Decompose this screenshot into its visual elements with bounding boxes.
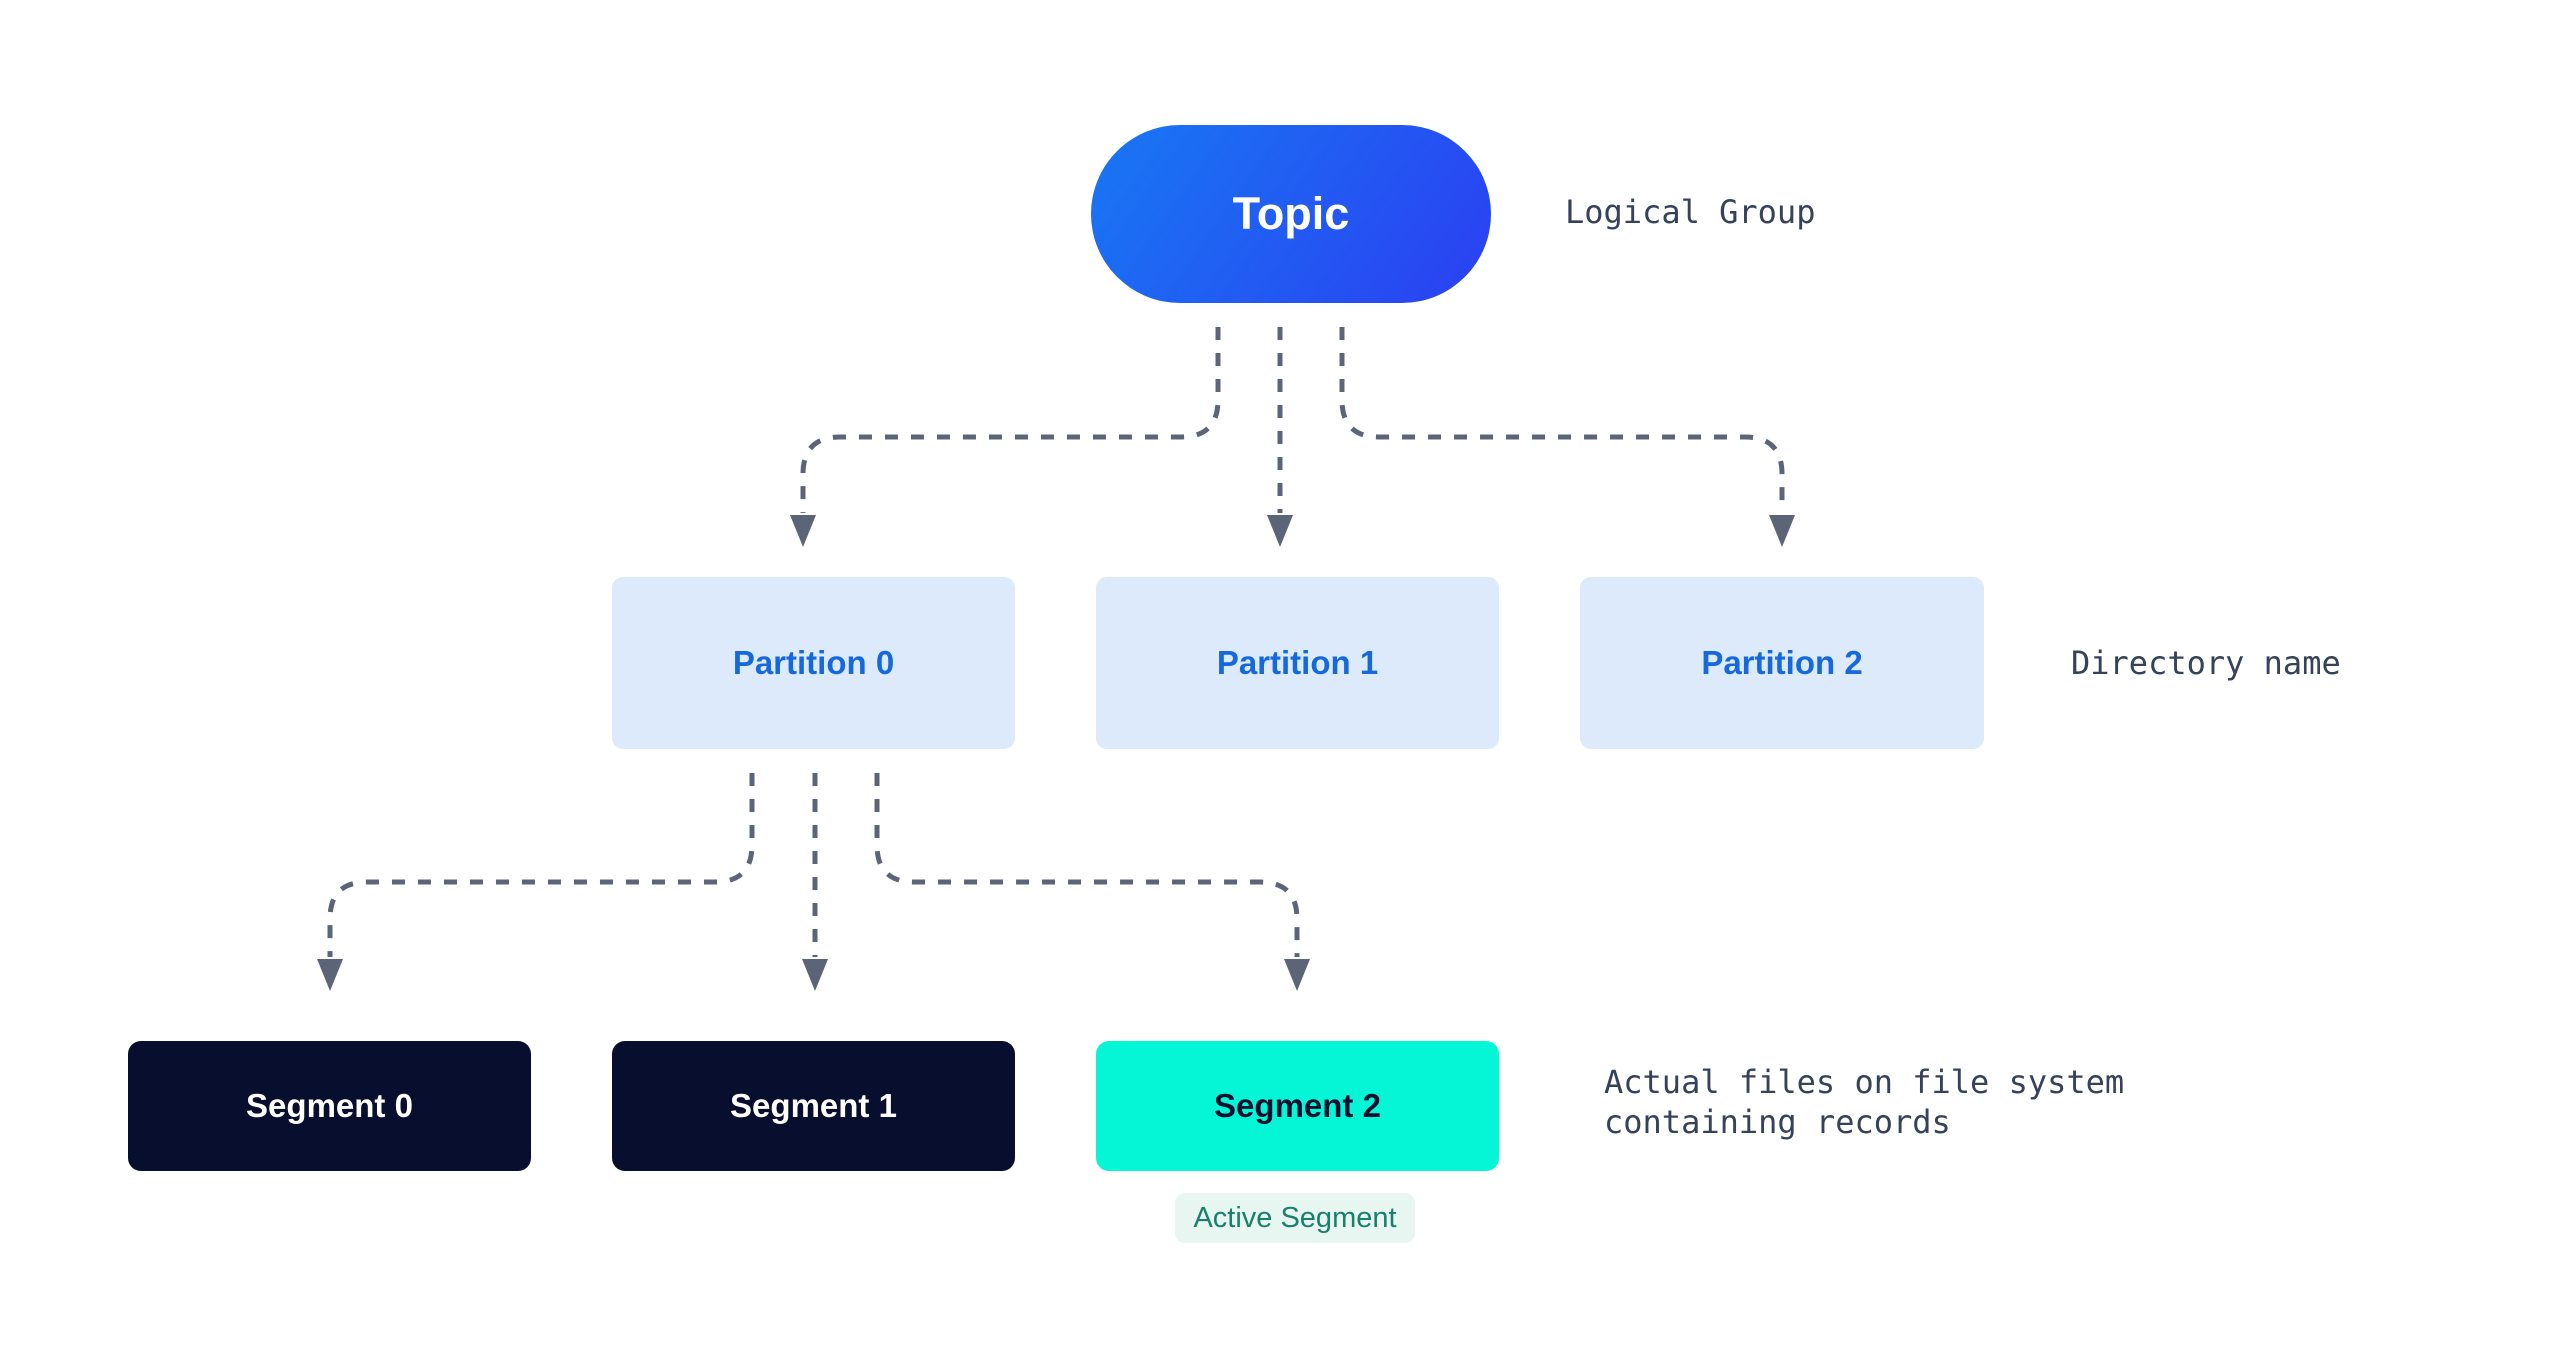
segment-2-label: Segment 2 xyxy=(1214,1087,1381,1124)
partition-0-node: Partition 0 xyxy=(612,577,1015,749)
segment-1-node: Segment 1 xyxy=(612,1041,1015,1171)
arrow-topic-to-partition-2 xyxy=(1339,327,1785,513)
topic-to-partitions-arrows xyxy=(790,327,1795,547)
topic-label: Topic xyxy=(1232,188,1350,239)
arrow-partition0-to-segment-2 xyxy=(874,773,1300,957)
partition-annotation: Directory name xyxy=(2071,644,2341,682)
arrowhead-partition0-to-segment-1 xyxy=(802,959,828,991)
segment-0-label: Segment 0 xyxy=(246,1087,413,1124)
active-segment-badge-label: Active Segment xyxy=(1193,1201,1397,1234)
arrowhead-topic-to-partition-0 xyxy=(790,515,816,547)
topic-node: Topic xyxy=(1091,125,1491,303)
segment-0-node: Segment 0 xyxy=(128,1041,531,1171)
active-segment-badge: Active Segment xyxy=(1175,1193,1415,1243)
arrowhead-topic-to-partition-1 xyxy=(1267,515,1293,547)
topic-annotation: Logical Group xyxy=(1565,193,1816,231)
segment-2-node-active: Segment 2 xyxy=(1096,1041,1499,1171)
partition-1-label: Partition 1 xyxy=(1216,644,1379,681)
partition-0-label: Partition 0 xyxy=(732,644,895,681)
partition-1-node: Partition 1 xyxy=(1096,577,1499,749)
partition-2-label: Partition 2 xyxy=(1701,644,1863,681)
arrowhead-partition0-to-segment-0 xyxy=(317,959,343,991)
arrow-topic-to-partition-0 xyxy=(800,327,1221,513)
partition0-to-segments-arrows xyxy=(317,773,1310,991)
segment-annotation: Actual files on file system containing r… xyxy=(1604,1063,2125,1141)
arrow-partition0-to-segment-0 xyxy=(327,773,755,957)
arrowhead-partition0-to-segment-2 xyxy=(1284,959,1310,991)
segment-1-label: Segment 1 xyxy=(730,1087,897,1124)
partition-2-node: Partition 2 xyxy=(1580,577,1984,749)
arrowhead-topic-to-partition-2 xyxy=(1769,515,1795,547)
